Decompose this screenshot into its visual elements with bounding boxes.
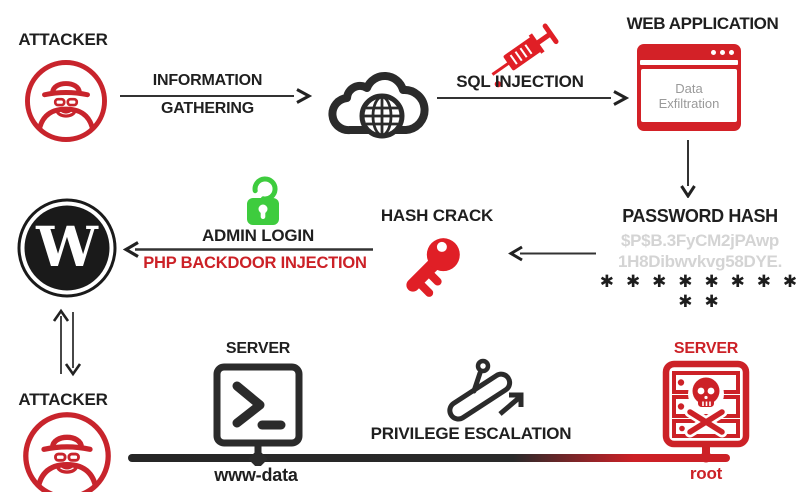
arrow-passwordhash-to-hashcrack <box>508 245 596 262</box>
hash-value-line2: 1H8Dibwvkvg58DYE. <box>617 252 783 271</box>
arrow-wordpress-attacker-bidirectional <box>52 308 82 377</box>
server-left-label: SERVER <box>225 340 291 357</box>
admin-login-label: ADMIN LOGIN <box>201 226 315 245</box>
admin-login-unlock-icon <box>247 176 279 225</box>
arrow-attacker-to-cloud <box>120 88 313 104</box>
arrow-cloud-to-webapp <box>437 90 630 106</box>
arrow-hashcrack-to-wordpress <box>123 241 373 258</box>
masked-password-text: ✱ ✱ ✱ ✱ ✱ ✱ ✱ ✱ ✱ ✱ <box>599 272 800 312</box>
root-label: root <box>689 464 723 483</box>
attacker-spy-icon-bottom <box>23 412 111 492</box>
internet-cloud-icon <box>328 72 429 139</box>
browser-window-titlebar <box>637 44 741 60</box>
attack-timeline-bar <box>128 454 730 462</box>
privilege-escalation-label: PRIVILEGE ESCALATION <box>370 424 572 443</box>
sql-injection-label: SQL INJECTION <box>456 72 584 91</box>
information-label: INFORMATION <box>152 72 263 89</box>
wordpress-w-glyph: W <box>35 214 99 279</box>
password-hash-label: PASSWORD HASH <box>622 206 778 226</box>
hash-value-line1: $P$B.3FyCM2jPAwp <box>620 231 779 250</box>
www-data-label: www-data <box>214 465 298 485</box>
attacker-spy-icon <box>25 60 107 142</box>
privilege-escalation-escalator-icon <box>447 358 524 422</box>
browser-window-icon: Data Exfiltration <box>637 44 741 131</box>
terminal-server-icon <box>213 363 303 466</box>
data-exfiltration-line1: Data <box>675 80 703 96</box>
data-exfiltration-line2: Exfiltration <box>658 95 720 111</box>
window-dots-icon <box>711 50 734 55</box>
php-backdoor-injection-label: PHP BACKDOOR INJECTION <box>143 254 367 272</box>
attacker-top-label: ATTACKER <box>18 30 108 49</box>
arrow-webapp-to-passwordhash <box>680 140 696 198</box>
sql-injection-syringe-icon <box>491 23 559 88</box>
pwned-server-skull-icon <box>662 360 750 463</box>
data-exfiltration-text: Data Exfiltration <box>641 69 737 122</box>
hash-crack-key-icon <box>406 238 460 297</box>
hash-crack-label: HASH CRACK <box>380 206 494 225</box>
wordpress-logo-icon: W <box>17 198 117 298</box>
web-application-label: WEB APPLICATION <box>626 14 779 33</box>
attacker-bottom-label: ATTACKER <box>18 390 108 409</box>
window-toolbar <box>640 60 738 65</box>
server-right-label: SERVER <box>673 340 739 357</box>
gathering-label: GATHERING <box>160 100 254 117</box>
